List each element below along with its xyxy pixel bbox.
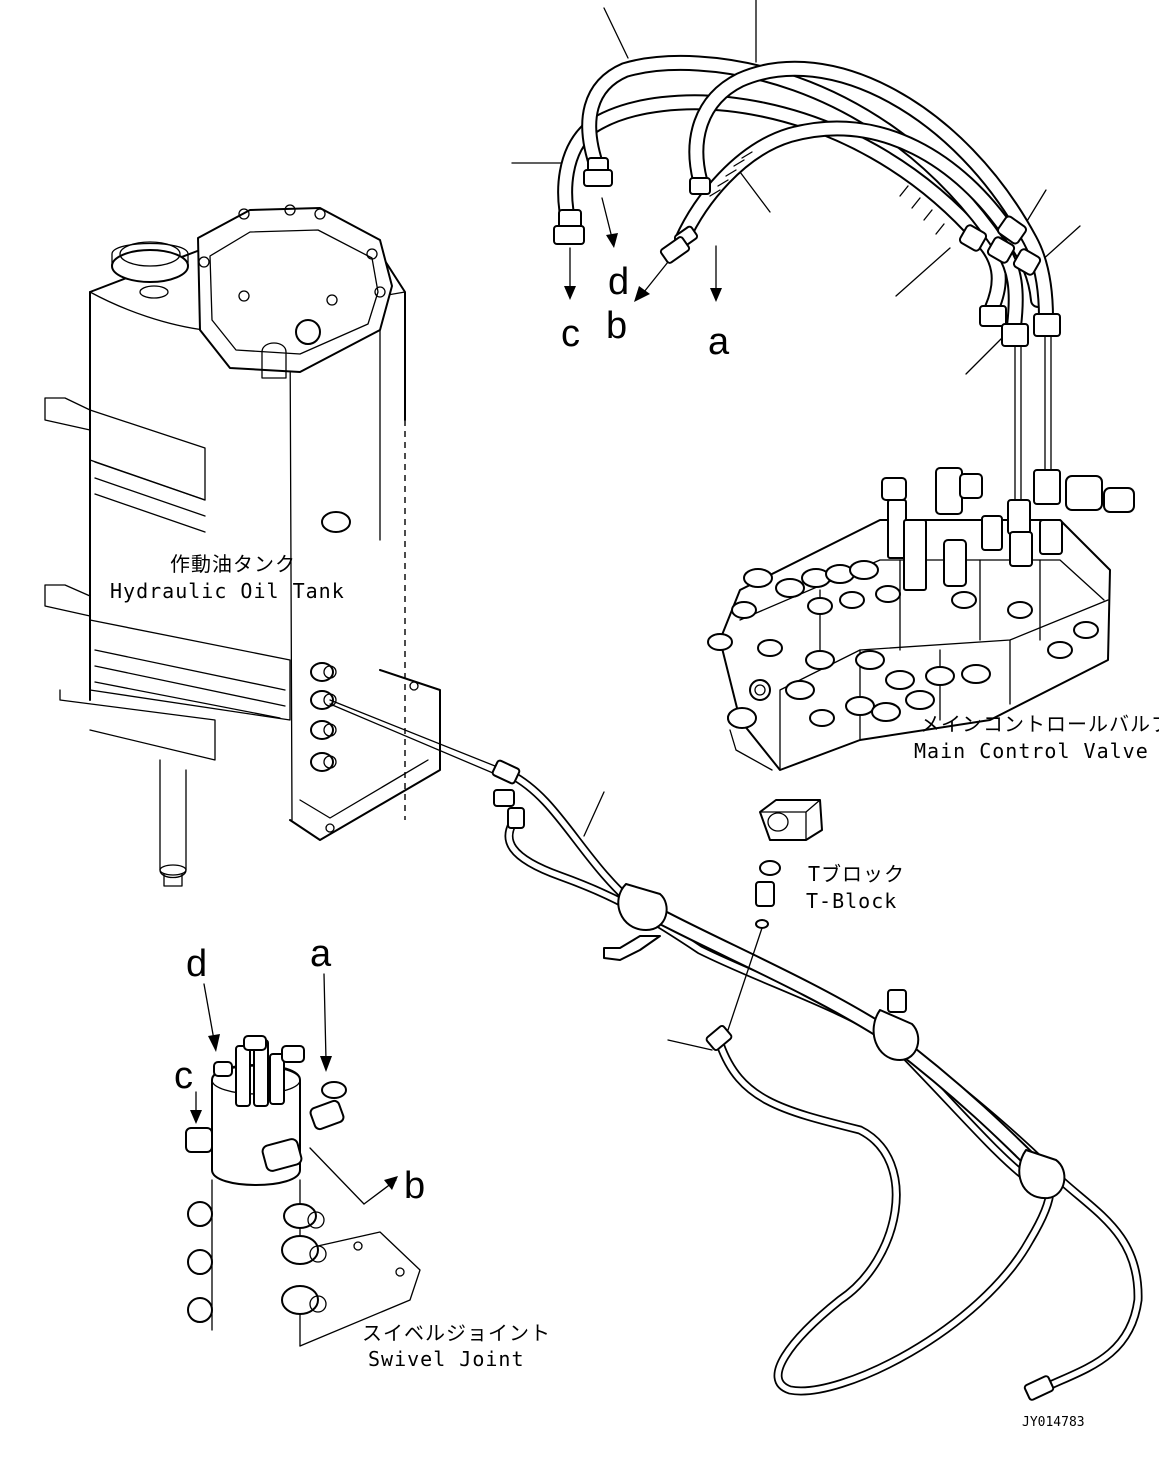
swivel-joint	[185, 973, 421, 1347]
callout-top-d: d	[608, 261, 629, 303]
callout-top-a: a	[708, 321, 730, 363]
callout-swivel-a: a	[310, 933, 332, 975]
callout-swivel-b: b	[404, 1165, 425, 1207]
callout-swivel-d: d	[186, 943, 207, 985]
callout-top-b: b	[606, 305, 627, 347]
upper-hose-bundle	[511, 0, 1081, 506]
callout-swivel-c: c	[174, 1055, 193, 1097]
hydraulic-oil-tank-label-jp: 作動油タンク	[170, 552, 296, 576]
swivel-joint-label-jp: スイベルジョイント	[362, 1321, 551, 1345]
hydraulic-oil-tank	[44, 204, 441, 887]
main-control-valve	[707, 467, 1135, 771]
hydraulic-oil-tank-label-en: Hydraulic Oil Tank	[110, 579, 345, 603]
t-block-label-en: T-Block	[806, 889, 897, 913]
tank-to-valve-hoses	[329, 699, 1143, 1401]
swivel-joint-label-en: Swivel Joint	[368, 1347, 525, 1371]
main-control-valve-label-en: Main Control Valve	[914, 739, 1149, 763]
callout-top-c: c	[561, 313, 580, 355]
drawing-code: JY014783	[1022, 1415, 1085, 1430]
t-block-label-jp: Tブロック	[808, 862, 905, 886]
main-control-valve-label-jp: メインコントロールバルブ	[920, 712, 1159, 736]
